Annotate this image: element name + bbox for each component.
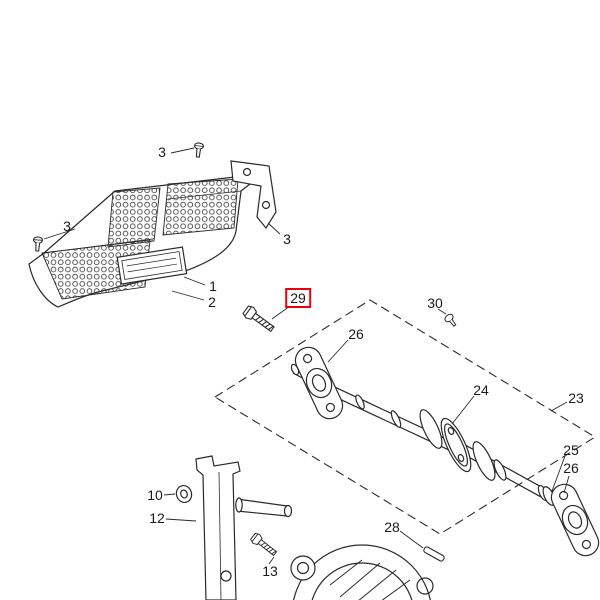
- key-28: [423, 546, 445, 562]
- lever-bracket-12: [195, 455, 293, 600]
- part-callout-13[interactable]: 13: [262, 563, 278, 579]
- part-callout-12[interactable]: 12: [149, 510, 165, 526]
- part-callout-1[interactable]: 1: [209, 278, 217, 294]
- part-callout-28[interactable]: 28: [384, 519, 400, 535]
- part-callout-23[interactable]: 23: [568, 390, 584, 406]
- part-callout-2[interactable]: 2: [208, 294, 216, 310]
- part-callout-30[interactable]: 30: [427, 295, 443, 311]
- part-callout-25[interactable]: 25: [563, 442, 579, 458]
- part-callout-10[interactable]: 10: [147, 487, 163, 503]
- washer-10: [175, 484, 193, 504]
- housing-cover: [290, 544, 434, 600]
- balancer-gear-set: [419, 409, 507, 481]
- part-callout-26[interactable]: 26: [563, 460, 579, 476]
- caution-label-plate: [116, 246, 188, 285]
- part-callout-24[interactable]: 24: [473, 382, 489, 398]
- part-callout-3[interactable]: 3: [158, 144, 166, 160]
- plate-mounting-bracket: [230, 160, 277, 230]
- part-callout-29[interactable]: 29: [285, 288, 311, 308]
- heat-shield-plate: [28, 175, 251, 308]
- part-callout-3[interactable]: 3: [63, 218, 71, 234]
- balancer-shaft-assembly: [290, 342, 600, 561]
- part-callout-26[interactable]: 26: [348, 326, 364, 342]
- part-callout-3[interactable]: 3: [283, 231, 291, 247]
- assembly-boundary: [213, 299, 597, 535]
- leader-lines: [43, 147, 570, 565]
- bolt-30: [444, 313, 457, 327]
